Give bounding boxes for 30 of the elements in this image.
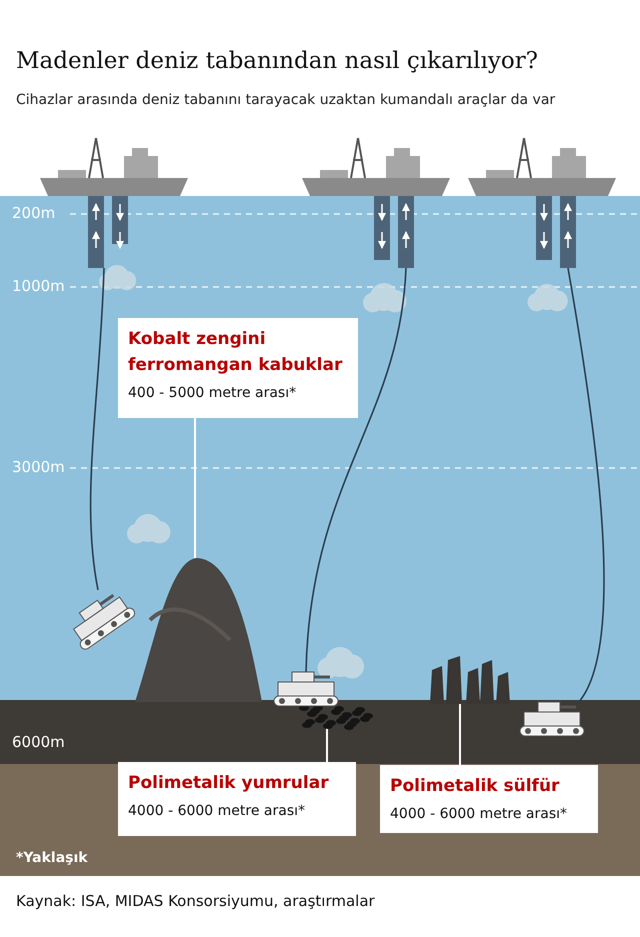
title: Madenler deniz tabanından nasıl çıkarılıyor?	[16, 48, 538, 74]
depth-label: 1000m	[12, 277, 65, 295]
leader-line	[326, 728, 328, 762]
leader-line	[194, 418, 196, 558]
seabed-vehicle-drawing	[520, 702, 584, 736]
callout-box	[118, 762, 356, 836]
depth-range: 4000 - 6000 metre arası*	[390, 805, 568, 824]
seabed-vehicle-drawing	[72, 594, 138, 652]
depth-range: 4000 - 6000 metre arası*	[128, 802, 306, 821]
depth-label: 6000m	[12, 733, 65, 751]
callout-heading: Polimetalik yumrular	[128, 772, 330, 795]
subtitle: Cihazlar arasında deniz tabanını tarayacak uzaktan kumandalı araçlar da var	[16, 92, 556, 108]
leader-line	[459, 704, 461, 765]
callout-box	[118, 318, 358, 418]
seabed-vehicle-drawing	[274, 672, 338, 706]
ship-drawing	[302, 137, 450, 268]
cable-line	[305, 268, 407, 672]
cable-line	[567, 268, 605, 704]
callout-heading: Kobalt zengini ferromangan kabuklar	[128, 328, 344, 377]
depth-label: 200m	[12, 204, 56, 222]
nodule-field-drawing	[299, 705, 373, 730]
footnote: *Yaklaşık	[16, 850, 88, 866]
depth-range: 400 - 5000 metre arası*	[128, 384, 298, 403]
depth-label: 3000m	[12, 458, 65, 476]
ship-drawing	[468, 137, 616, 268]
source-note: Kaynak: ISA, MIDAS Konsorsiyumu, araştırmalar	[16, 892, 375, 910]
callout-heading: Polimetalik sülfür	[390, 775, 560, 798]
callout-box	[380, 765, 598, 833]
cable-line	[90, 268, 105, 590]
seamount-drawing	[135, 558, 262, 702]
